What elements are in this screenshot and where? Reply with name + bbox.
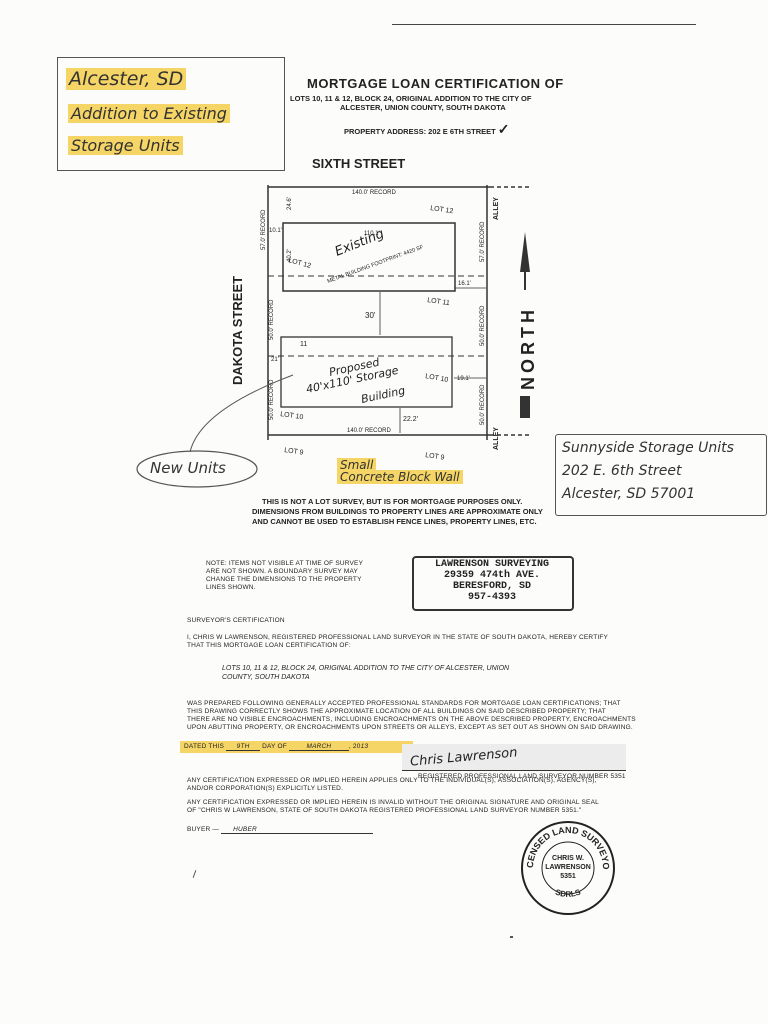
street-label-left: DAKOTA STREET bbox=[230, 276, 245, 385]
svg-text:SDRLS: SDRLS bbox=[554, 887, 582, 899]
lot-9-right: LOT 9 bbox=[425, 452, 445, 462]
dim-110-1: 110.1' bbox=[364, 231, 380, 237]
cert-lots: LOTS 10, 11 & 12, BLOCK 24, ORIGINAL ADD… bbox=[222, 665, 510, 681]
new-units-label: New Units bbox=[150, 459, 226, 477]
record-right-bot: 50.0' RECORD bbox=[480, 384, 486, 425]
subtitle-line-1: LOTS 10, 11 & 12, BLOCK 24, ORIGINAL ADD… bbox=[290, 94, 532, 103]
proposed-building bbox=[280, 336, 453, 408]
dim-arrows bbox=[379, 287, 486, 433]
dim-16-1: 16.1' bbox=[458, 281, 471, 287]
surveyor-name: LAWRENSON SURVEYING bbox=[434, 559, 550, 570]
cert-heading: SURVEYOR'S CERTIFICATION bbox=[187, 617, 285, 624]
seal-ring-bottom: SDRLS bbox=[554, 887, 582, 899]
surveyor-box bbox=[412, 556, 574, 611]
surveyor-seal: LICENSED LAND SURVEYOR SDRLS CHRIS W. LA… bbox=[518, 818, 615, 915]
wall-label: Small Concrete Block Wall bbox=[337, 458, 463, 484]
surveyor-phone: 957-4393 bbox=[467, 592, 516, 603]
signature-box bbox=[402, 744, 626, 771]
proposed-line-3: Building bbox=[360, 384, 406, 406]
scan-speck bbox=[510, 936, 513, 938]
address-line-3: Alcester, SD 57001 bbox=[562, 486, 696, 502]
note-block: NOTE: ITEMS NOT VISIBLE AT TIME OF SURVE… bbox=[206, 560, 364, 591]
north-arrow-icon bbox=[520, 232, 530, 418]
property-boundary bbox=[267, 185, 532, 440]
scan-edge-line bbox=[392, 24, 696, 25]
dim-22-2: 22.2' bbox=[403, 416, 418, 423]
alley-top: ALLEY bbox=[493, 197, 500, 220]
record-right-mid: 50.0' RECORD bbox=[480, 305, 486, 346]
check-mark-icon: ✓ bbox=[497, 121, 510, 137]
property-address: PROPERTY ADDRESS: 202 E 6TH STREET ✓ bbox=[344, 121, 510, 137]
surveyor-block: LAWRENSON SURVEYING 29359 474th AVE. BER… bbox=[412, 559, 572, 603]
lot-10-left: LOT 10 bbox=[280, 411, 304, 421]
lot-9-left: LOT 9 bbox=[284, 447, 304, 457]
lot-lines bbox=[268, 275, 487, 357]
dim-40-2: 40.2' bbox=[287, 249, 293, 262]
record-left-mid: 50.0' RECORD bbox=[269, 299, 275, 340]
buyer-line: BUYER — HUBER bbox=[187, 826, 374, 834]
alley-bottom: ALLEY bbox=[493, 427, 500, 450]
disclaimer: THIS IS NOT A LOT SURVEY, BUT IS FOR MOR… bbox=[252, 497, 543, 526]
note-line-3: Storage Units bbox=[68, 136, 183, 155]
address-box bbox=[555, 434, 767, 516]
new-units-leader bbox=[189, 374, 294, 453]
existing-label: Existing bbox=[333, 227, 386, 260]
registration-line: REGISTERED PROFESSIONAL LAND SURVEYOR NU… bbox=[418, 773, 626, 780]
seal-name-2: LAWRENSON bbox=[545, 864, 591, 871]
surveyor-city: BERESFORD, SD bbox=[452, 581, 531, 592]
address-line-2: 202 E. 6th Street bbox=[562, 463, 682, 479]
cert-para-3: ANY CERTIFICATION EXPRESSED OR IMPLIED H… bbox=[187, 777, 597, 792]
new-units-ellipse bbox=[136, 450, 258, 488]
document-title: MORTGAGE LOAN CERTIFICATION OF bbox=[307, 76, 564, 91]
address-line-1: Sunnyside Storage Units bbox=[562, 440, 734, 456]
dated-line: DATED THIS 9th DAY OF MARCH, 2013 bbox=[180, 741, 413, 753]
dim-24-6: 24.6' bbox=[287, 197, 293, 210]
record-bottom: 140.0' RECORD bbox=[347, 428, 391, 434]
note-box bbox=[57, 57, 285, 171]
existing-building bbox=[282, 222, 456, 292]
north-label: NORTH bbox=[518, 306, 538, 390]
cert-para-2: WAS PREPARED FOLLOWING GENERALLY ACCEPTE… bbox=[187, 700, 636, 731]
surveyor-street: 29359 474th AVE. bbox=[443, 570, 540, 581]
seal-name-1: CHRIS W. bbox=[552, 855, 584, 862]
cert-para-4: ANY CERTIFICATION EXPRESSED OR IMPLIED H… bbox=[187, 799, 599, 814]
dim-19-1: 19.1' bbox=[457, 376, 470, 382]
record-left-top: 57.0' RECORD bbox=[261, 209, 267, 250]
dim-10-1: 10.1' bbox=[269, 228, 282, 234]
dim-21: 21' bbox=[271, 357, 279, 363]
record-top: 140.0' RECORD bbox=[352, 190, 396, 196]
lot-10-right: LOT 10 bbox=[425, 373, 449, 384]
record-left-bot: 50.0' RECORD bbox=[269, 379, 275, 420]
cert-para-1: I, CHRIS W LAWRENSON, REGISTERED PROFESS… bbox=[187, 634, 609, 649]
note-line-1: Alcester, SD bbox=[66, 68, 187, 90]
seal-number: 5351 bbox=[560, 873, 576, 880]
note-line-2: Addition to Existing bbox=[68, 104, 230, 123]
lot-12-top: LOT 12 bbox=[430, 205, 454, 215]
record-right-top: 57.0' RECORD bbox=[480, 221, 486, 262]
lot-11-left: 11 bbox=[300, 341, 307, 348]
subtitle-line-2: ALCESTER, UNION COUNTY, SOUTH DAKOTA bbox=[340, 103, 506, 112]
street-label-top: SIXTH STREET bbox=[312, 156, 405, 171]
lot-11-right: LOT 11 bbox=[427, 297, 451, 307]
dim-30: 30' bbox=[365, 311, 376, 320]
